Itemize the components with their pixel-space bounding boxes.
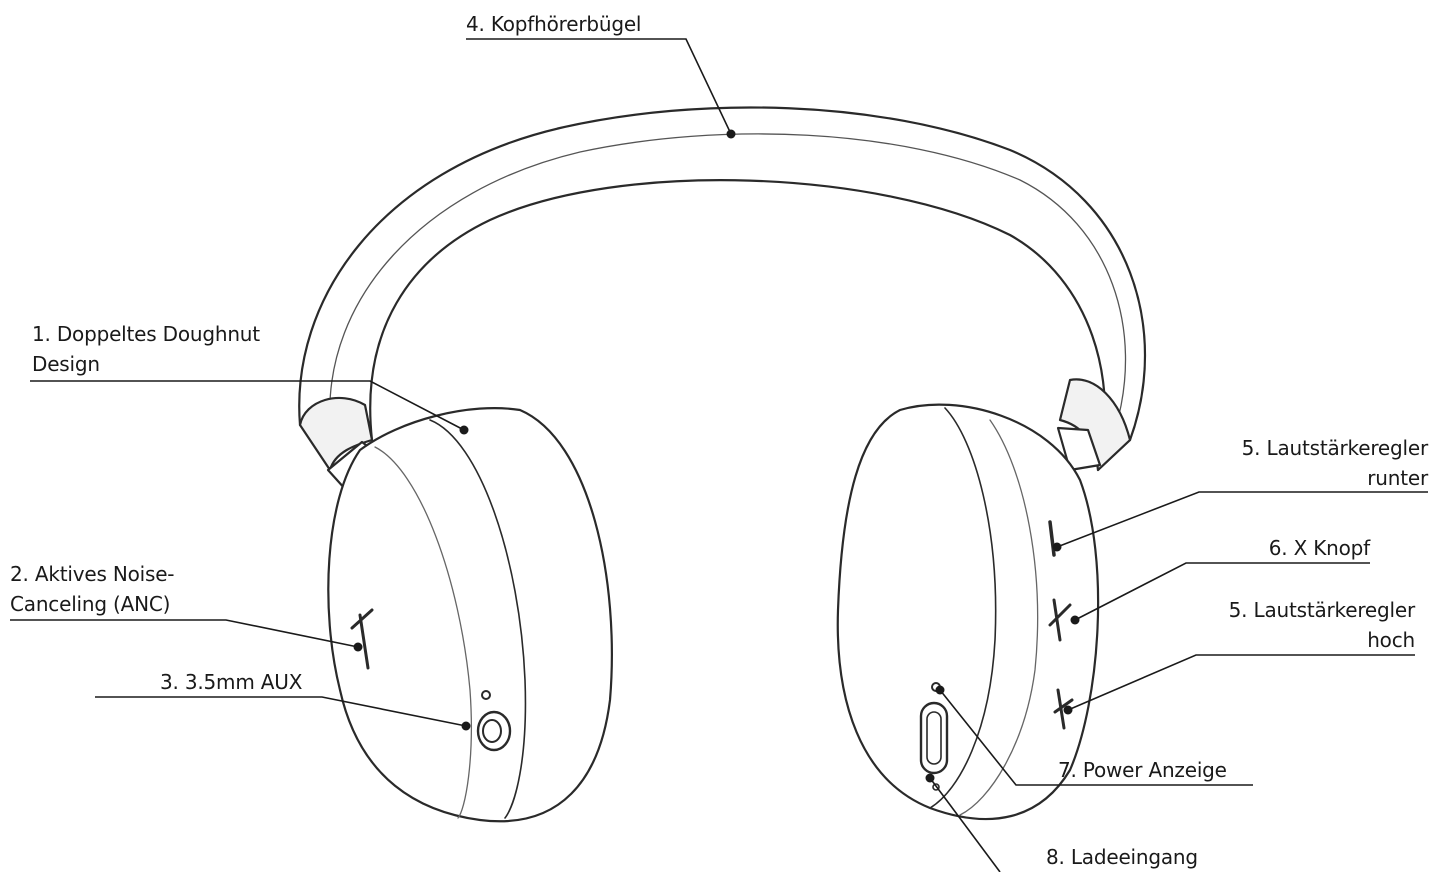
label-double-doughnut-line2: Design <box>32 352 100 376</box>
label-volume-up-line1: 5. Lautstärkeregler <box>1228 598 1416 622</box>
leader-aux <box>95 696 467 727</box>
label-charging-port: 8. Ladeeingang <box>1046 845 1198 869</box>
headband <box>298 106 1147 472</box>
label-aux: 3. 3.5mm AUX <box>160 670 303 694</box>
leader-anc <box>10 619 359 648</box>
label-double-doughnut-line1: 1. Doppeltes Doughnut <box>32 322 260 346</box>
leader-volume-down <box>1056 491 1428 548</box>
leader-power <box>939 689 1253 786</box>
label-anc-line2: Canceling (ANC) <box>10 592 171 616</box>
left-hinge <box>298 396 374 472</box>
label-volume-down-line2: runter <box>1367 466 1428 490</box>
label-volume-down-line1: 5. Lautstärkeregler <box>1241 436 1429 460</box>
label-headband: 4. Kopfhörerbügel <box>466 12 642 36</box>
leader-headband <box>466 38 732 135</box>
leader-volume-up <box>1067 654 1415 711</box>
label-power-indicator: 7. Power Anzeige <box>1058 758 1227 782</box>
left-earcup <box>327 407 613 823</box>
label-anc-line1: 2. Aktives Noise- <box>10 562 175 586</box>
leader-doughnut <box>30 380 465 431</box>
right-earcup <box>836 403 1100 821</box>
label-x-button: 6. X Knopf <box>1268 536 1370 560</box>
label-volume-up-line2: hoch <box>1367 628 1415 652</box>
leader-x-button <box>1074 562 1370 621</box>
leader-charging <box>929 777 1001 872</box>
